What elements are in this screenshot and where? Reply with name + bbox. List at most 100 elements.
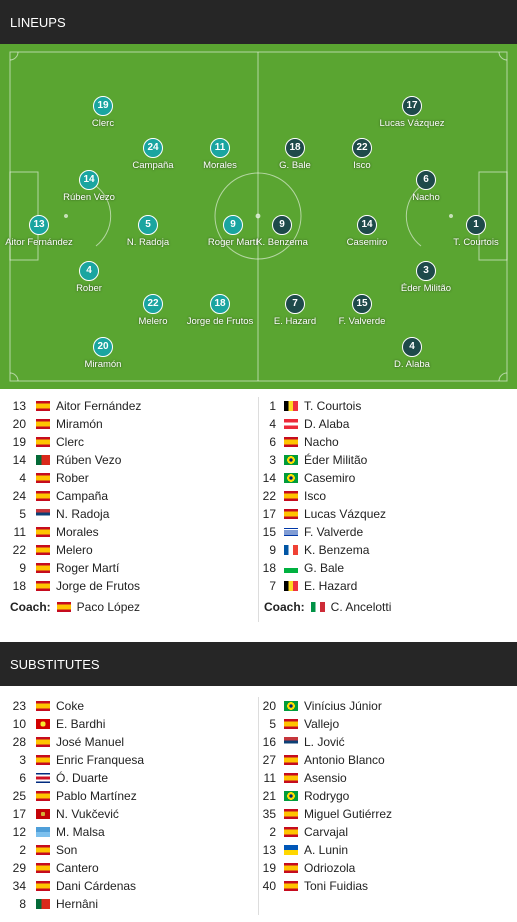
esp-flag-icon [284, 491, 298, 501]
player-name: Éder Militão [304, 453, 368, 467]
shirt-number: 2 [269, 825, 276, 839]
player-name: Carvajal [304, 825, 349, 839]
player-name: N. Radoja [126, 237, 170, 248]
substitutes-title: SUBSTITUTES [10, 656, 100, 672]
player-name: A. Lunin [304, 843, 349, 857]
player-name: Coke [56, 699, 85, 713]
player-name: Casemiro [304, 471, 356, 485]
crc-flag-icon [36, 773, 50, 783]
shirt-number: 17 [262, 507, 276, 521]
shirt-number: 12 [12, 825, 26, 839]
player-number-badge: 15 [352, 294, 372, 314]
player-number-badge: 6 [416, 170, 436, 190]
subs-divider [258, 697, 259, 915]
player-name: Antonio Blanco [304, 753, 385, 767]
shirt-number: 4 [19, 471, 26, 485]
shirt-number: 3 [19, 753, 26, 767]
pitch-markings [9, 51, 508, 382]
esp-flag-icon [36, 437, 50, 447]
player-name: Lucas Vázquez [379, 118, 445, 129]
esp-flag-icon [36, 755, 50, 765]
bel-flag-icon [284, 581, 298, 591]
player-row[interactable]: 2 Carvajal [262, 823, 512, 841]
player-number-badge: 20 [93, 337, 113, 357]
player-name: Jorge de Frutos [186, 316, 254, 327]
player-number-badge: 4 [402, 337, 422, 357]
player-number-badge: 24 [143, 138, 163, 158]
player-name: Jorge de Frutos [56, 579, 141, 593]
substitutes-header-wrap: SUBSTITUTES [0, 642, 517, 686]
ukr-flag-icon [284, 845, 298, 855]
fra-flag-icon [284, 545, 298, 555]
esp-flag-icon [284, 881, 298, 891]
